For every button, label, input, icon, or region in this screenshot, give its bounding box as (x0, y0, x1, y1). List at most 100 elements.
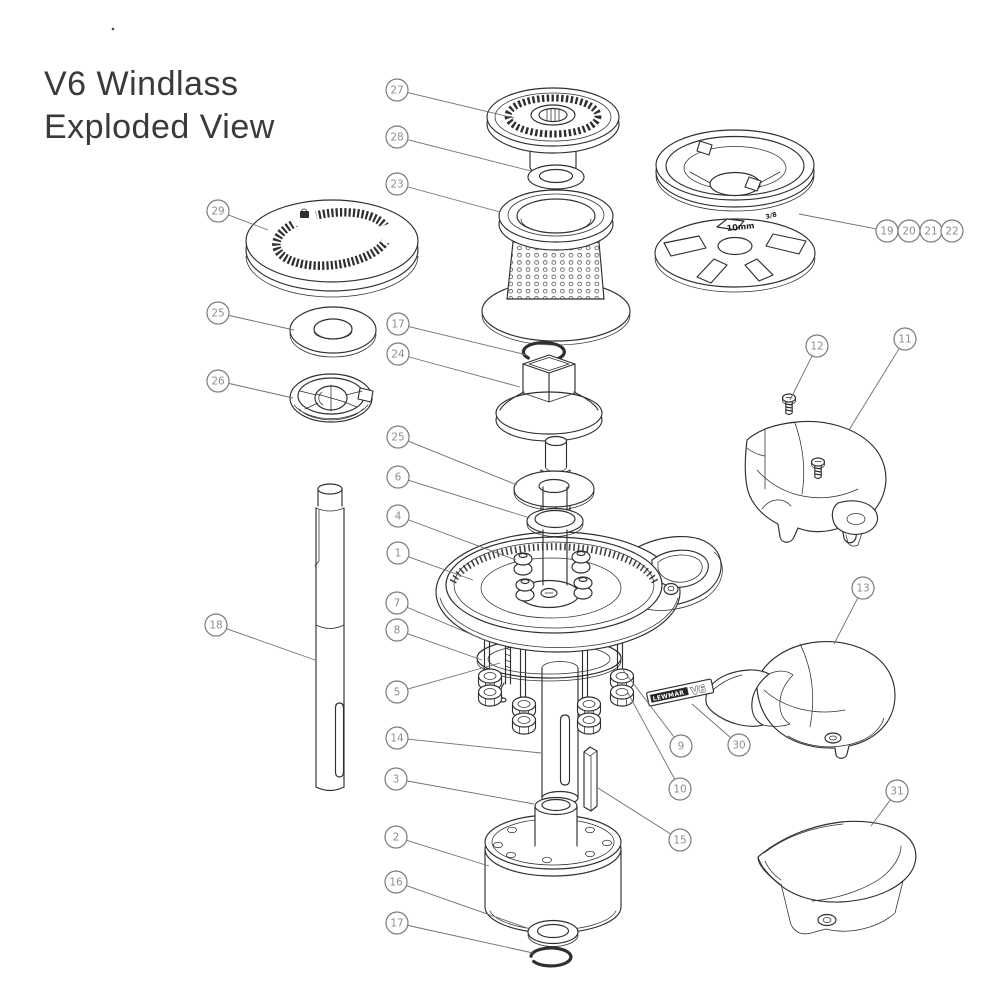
balloon-2 (384, 825, 408, 849)
balloon-num-16: 16 (389, 877, 403, 889)
part-gypsy-assembly: 10mm 3/8 (654, 129, 816, 293)
balloon-num-23: 23 (390, 179, 403, 191)
part-main-shaft (314, 483, 345, 792)
part-drive-socket (495, 354, 603, 442)
balloon-13 (851, 576, 875, 600)
balloon-num-19: 19 (880, 226, 893, 238)
balloon-num-13: 13 (856, 583, 869, 595)
balloon-27 (385, 78, 409, 102)
gypsy-size-mark: 10mm (726, 221, 755, 233)
balloon-9 (669, 734, 693, 758)
balloon-23 (385, 172, 409, 196)
leader-line-3 (407, 780, 535, 805)
balloon-28 (385, 125, 409, 149)
balloon-num-10: 10 (673, 784, 686, 796)
leader-line-4 (408, 519, 517, 561)
balloon-6 (386, 465, 410, 489)
page-title-line1: V6 Windlass (44, 65, 238, 103)
leader-line-28 (407, 139, 532, 172)
balloon-num-1: 1 (395, 548, 402, 560)
balloon-num-14: 14 (390, 733, 404, 745)
part-o-ring (527, 164, 585, 190)
balloon-14 (385, 726, 409, 750)
part-nut-10 (609, 684, 635, 707)
balloon-11 (893, 327, 917, 351)
ink-speck (111, 27, 115, 31)
balloon-24 (386, 342, 410, 366)
balloon-31 (885, 779, 909, 803)
balloon-30 (727, 733, 751, 757)
leader-line-10 (627, 692, 675, 780)
balloon-22 (940, 219, 964, 243)
page-title-line2: Exploded View (44, 108, 275, 146)
balloon-18 (204, 613, 228, 637)
balloon-num-17: 17 (390, 918, 403, 930)
part-top-cap (486, 87, 620, 176)
part-clutch-cone (289, 373, 374, 423)
balloon-5 (385, 680, 409, 704)
balloon-num-5: 5 (394, 687, 401, 699)
leader-line-18 (226, 628, 316, 661)
part-circlip-bottom (529, 946, 573, 968)
leader-line-11 (848, 348, 900, 431)
balloon-num-24: 24 (391, 349, 405, 361)
leader-line-27 (408, 92, 515, 119)
part-drive-key (583, 746, 598, 812)
leader-line-1 (408, 556, 474, 581)
leader-line-12 (789, 356, 813, 401)
part-clutch-cap (245, 199, 419, 298)
balloon-num-11: 11 (898, 334, 911, 346)
balloon-num-22: 22 (945, 226, 958, 238)
leader-line-14 (408, 738, 542, 754)
balloon-num-28: 28 (390, 132, 403, 144)
leader-line-15 (597, 787, 671, 835)
part-bottom-washer (527, 919, 579, 947)
balloon-num-21: 21 (924, 226, 937, 238)
balloon-7 (385, 591, 409, 615)
balloon-15 (668, 828, 692, 852)
part-cover-mid (705, 640, 896, 759)
part-screw-12 (781, 393, 797, 416)
leader-line-2 (406, 839, 490, 867)
balloon-4 (386, 504, 410, 528)
balloon-26 (206, 369, 230, 393)
part-cover-lower (757, 820, 917, 935)
balloon-num-2: 2 (393, 832, 400, 844)
balloon-num-25: 25 (211, 308, 224, 320)
part-deck-unit (435, 531, 723, 653)
part-label-plate: LEWMAR V6 (646, 678, 715, 707)
leader-line-7 (407, 607, 488, 642)
part-nut (477, 684, 503, 707)
part-stripper-ring-assembly (476, 635, 635, 806)
gypsy-size-mark-alt: 3/8 (765, 210, 778, 221)
leader-line-9 (622, 669, 675, 738)
balloon-29 (206, 199, 230, 223)
balloon-num-29: 29 (211, 206, 224, 218)
balloon-17 (386, 312, 410, 336)
leader-line-17 (409, 326, 528, 356)
balloon-num-3: 3 (393, 774, 400, 786)
part-cover-upper (744, 393, 887, 547)
leader-line-13 (833, 597, 859, 645)
leader-line-29 (228, 214, 269, 231)
balloon-num-15: 15 (673, 835, 686, 847)
balloon-num-20: 20 (902, 226, 915, 238)
balloon-num-8: 8 (394, 625, 401, 637)
balloon-3 (384, 767, 408, 791)
balloon-8 (385, 618, 409, 642)
leader-line-26 (229, 383, 294, 399)
balloon-num-7: 7 (394, 598, 401, 610)
part-gearbox-adapter (484, 796, 622, 934)
balloon-num-25: 25 (391, 432, 404, 444)
balloon-num-30: 30 (732, 740, 745, 752)
leader-line-5 (407, 662, 501, 690)
part-nut (576, 712, 602, 735)
leader-line-25 (229, 315, 295, 331)
part-drum (481, 189, 631, 346)
part-nut (511, 712, 537, 735)
leader-line-8 (407, 633, 483, 661)
balloon-num-12: 12 (810, 341, 823, 353)
balloon-num-17: 17 (391, 319, 404, 331)
